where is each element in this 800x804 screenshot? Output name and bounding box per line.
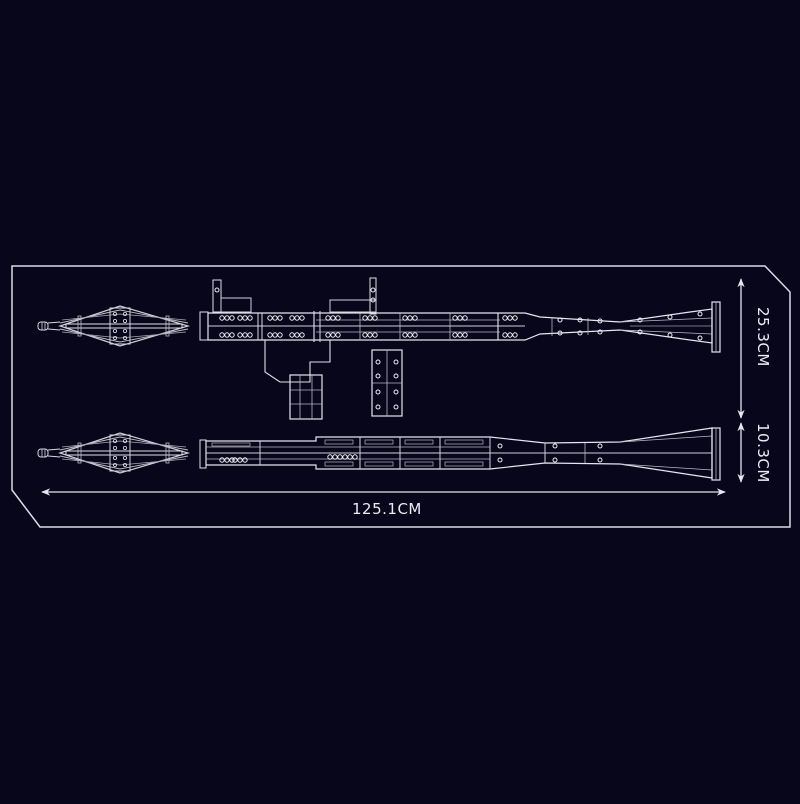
height-label: 25.3CM [754,307,772,367]
side-view-model [37,277,721,420]
top-view-model [37,427,721,481]
width-label: 10.3CM [754,423,772,483]
diagram-frame [11,265,791,528]
length-label: 125.1CM [352,500,422,518]
